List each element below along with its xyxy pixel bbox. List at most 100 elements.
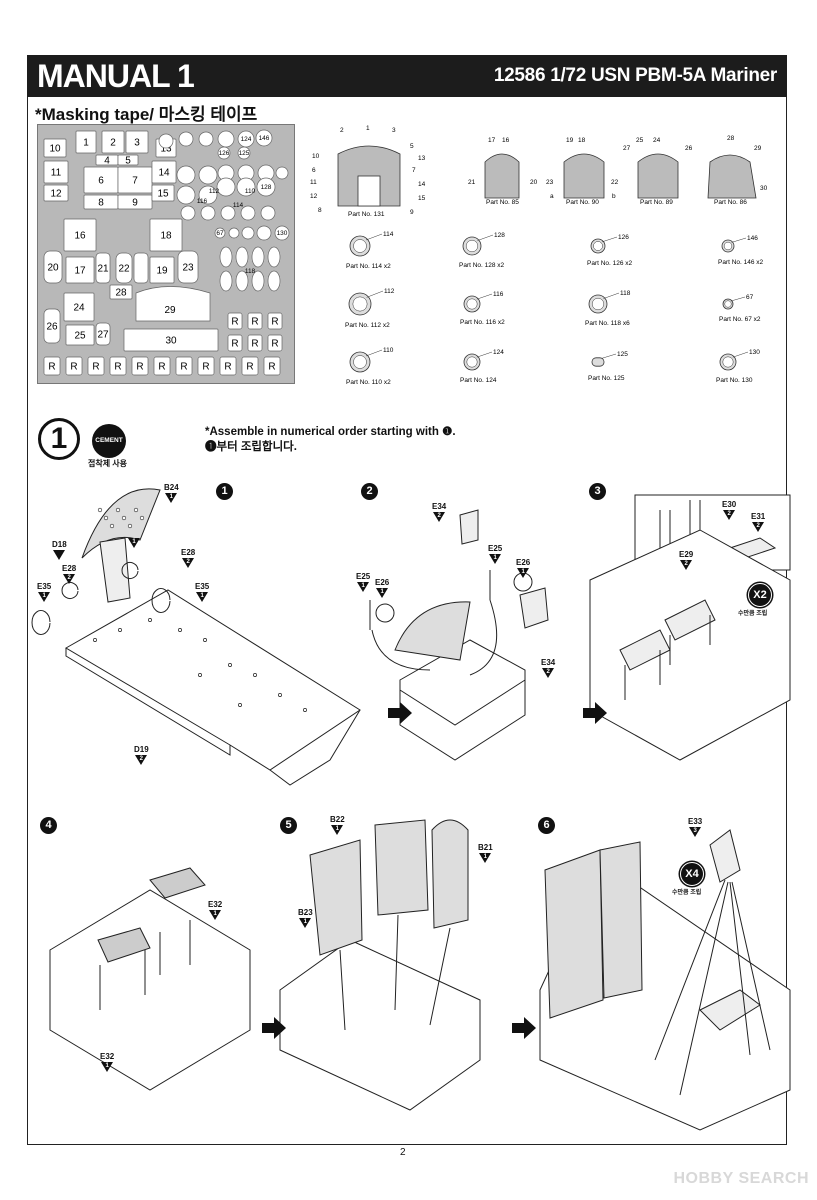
callout-text: 124 xyxy=(493,349,504,356)
masking-tape-title: *Masking tape/ 마스킹 테이프 xyxy=(35,105,258,124)
floor-d19 xyxy=(65,589,361,771)
gauge xyxy=(103,515,109,521)
part-code: E32 xyxy=(100,1052,115,1061)
part-quantity: 1 xyxy=(42,593,46,599)
panels-installed xyxy=(544,849,604,1019)
callout-text: 126 xyxy=(618,234,629,241)
gauge xyxy=(139,515,145,521)
quantity-triangle-icon: 1 xyxy=(165,493,178,503)
callout-text: Part No. 89 xyxy=(640,199,673,206)
callout-text: 128 xyxy=(494,232,505,239)
part-code: E25 xyxy=(488,544,503,553)
mask-circle xyxy=(256,177,276,197)
floor-step4 xyxy=(49,889,251,1091)
canopy-89 xyxy=(637,153,679,199)
mask-piece xyxy=(177,250,199,284)
substep-5: 5 xyxy=(280,817,297,834)
quantity-triangle-icon: 2 xyxy=(63,574,76,584)
callout-text: 125 xyxy=(617,351,628,358)
callout-text: 7 xyxy=(412,167,416,174)
mask-piece-number: 14 xyxy=(158,168,170,179)
mask-circle xyxy=(158,133,174,149)
part-quantity: 1 xyxy=(493,555,497,561)
gauge xyxy=(97,507,103,513)
guide-line xyxy=(371,599,498,676)
assembly-drawings xyxy=(31,488,791,1131)
callout-line xyxy=(476,293,493,300)
mask-piece-r xyxy=(267,312,283,330)
step-number-1: 1 xyxy=(38,418,80,460)
callout-text: 9 xyxy=(410,209,414,216)
callout-text: 112 xyxy=(384,288,395,295)
repeat-x4-label: 수만큼 조립 xyxy=(672,890,702,896)
callout-line xyxy=(601,353,617,359)
callout-text: 6 xyxy=(312,167,316,174)
part-code: E34 xyxy=(541,658,556,667)
repeat-x4-badge: X4 xyxy=(680,862,704,886)
callout-text: 19 xyxy=(566,137,574,144)
mask-circle-number: 146 xyxy=(259,135,270,142)
mask-piece-r xyxy=(247,334,263,352)
mask-piece xyxy=(151,160,177,184)
callout-text: Part No. 112 x2 xyxy=(345,322,390,329)
cement-icon: CEMENT xyxy=(92,424,126,458)
floor-hole xyxy=(253,673,257,677)
mask-piece-number: R xyxy=(251,317,258,328)
mask-piece-number: 5 xyxy=(125,156,131,167)
mask-piece xyxy=(115,252,133,284)
callout-text: 24 xyxy=(653,137,661,144)
gauge xyxy=(127,523,133,529)
mask-circle xyxy=(256,225,272,241)
part-quantity: 2 xyxy=(186,559,190,565)
mask-piece-number: R xyxy=(251,339,258,350)
mask-piece xyxy=(133,252,149,284)
mask-piece-number: 6 xyxy=(98,176,104,187)
masked-part-inner xyxy=(466,298,478,310)
quantity-triangle-icon: 3 xyxy=(689,827,702,837)
mask-circle xyxy=(255,129,273,147)
part-code: E28 xyxy=(62,564,77,573)
mask-circle xyxy=(217,130,235,148)
part-code: D19 xyxy=(134,745,149,754)
floor-hole xyxy=(238,703,242,707)
mask-piece-number: 17 xyxy=(74,266,86,277)
part-quantity: 1 xyxy=(483,854,488,860)
quantity-triangle-icon: 1 xyxy=(128,538,140,548)
mask-circle xyxy=(228,227,240,239)
quantity-triangle-icon: 2 xyxy=(135,755,148,765)
masked-part xyxy=(591,357,605,367)
callout-text: 17 xyxy=(488,137,496,144)
callout-text: 21 xyxy=(468,179,476,186)
callout-text: 118 xyxy=(620,290,631,297)
callout-text: Part No. 124 xyxy=(460,377,497,384)
mask-piece-r xyxy=(43,356,61,376)
callout-text: Part No. 114 x2 xyxy=(346,263,391,270)
callout-text: 11 xyxy=(310,179,317,186)
floor-step2 xyxy=(399,639,526,761)
floor-hole xyxy=(118,628,122,632)
callout-line xyxy=(731,237,747,243)
callout-line xyxy=(730,296,746,302)
quantity-triangle-icon: 1 xyxy=(209,910,222,920)
mask-oval xyxy=(251,246,265,268)
callout-text: 14 xyxy=(418,181,426,188)
callout-line xyxy=(476,351,493,358)
part-quantity: 1 xyxy=(105,1063,109,1069)
part-code: B22 xyxy=(330,815,345,824)
mask-piece-number: R xyxy=(246,362,253,373)
mask-piece-number: R xyxy=(180,362,187,373)
part-quantity: 2 xyxy=(684,561,688,567)
quantity-triangle-icon: 1 xyxy=(38,592,51,602)
step-arrow xyxy=(583,702,607,724)
callout-text: 114 xyxy=(383,231,394,238)
seat-e34 xyxy=(519,587,549,629)
canopy-86 xyxy=(707,154,757,199)
callout-text: Part No. 116 x2 xyxy=(460,319,505,326)
mask-piece-r xyxy=(263,356,281,376)
assembly-note-kr: ❶부터 조립합니다. xyxy=(205,441,297,453)
part-code: E26 xyxy=(516,558,531,567)
